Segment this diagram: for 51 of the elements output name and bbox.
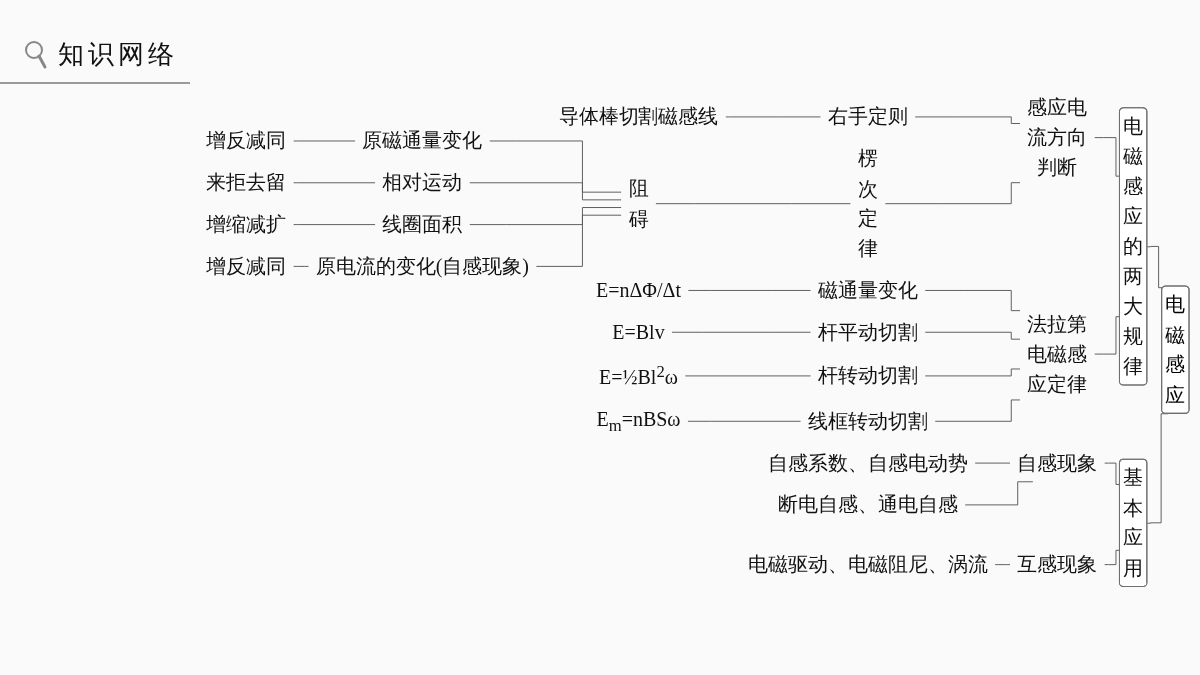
connector: [469, 182, 622, 201]
node-text: 杆转动切割: [817, 364, 918, 388]
connector: [964, 481, 1034, 506]
connector: [924, 290, 1021, 312]
connector: [684, 375, 811, 377]
node-text: 电磁驱动、电磁阻尼、涡流: [748, 553, 988, 576]
connector: [293, 266, 309, 268]
connector: [687, 290, 811, 292]
node-text: 楞次定律: [857, 147, 878, 260]
connector: [914, 116, 1021, 125]
node-text: 导体棒切割磁感线: [558, 105, 719, 129]
node-text: 磁通量变化: [817, 279, 918, 302]
node-text: 阻碍: [628, 177, 649, 230]
node-text: 增反减同: [206, 129, 287, 153]
connector: [671, 332, 811, 333]
connector: [293, 182, 376, 184]
node-text: E=Blv: [612, 321, 665, 344]
connector: [994, 564, 1011, 566]
node-text: 来拒去留: [206, 171, 287, 194]
node-text: E=½Bl$^{2}$ω: [599, 362, 678, 389]
connector: [974, 462, 1011, 464]
connector: [725, 116, 821, 118]
node-text: 法拉第电磁感应定律: [1027, 313, 1088, 396]
node-text: 互感现象: [1017, 553, 1098, 576]
node-text: 相对运动: [382, 171, 463, 194]
node-text: 线圈面积: [382, 213, 463, 236]
node-text: 增反减同: [206, 255, 287, 278]
connector: [469, 207, 622, 226]
node-text: 自感系数、自感电动势: [767, 452, 968, 475]
node-text: 原电流的变化(自感现象): [315, 255, 529, 278]
node-text: 右手定则: [827, 105, 908, 129]
node-text: 杆平动切割: [817, 321, 918, 344]
node-text: E$_{m}$=nBSω: [596, 408, 681, 435]
title: 知识网络: [58, 40, 178, 70]
connector: [655, 203, 851, 205]
connector: [687, 421, 802, 423]
node-text: 感应电流方向判断: [1027, 96, 1088, 179]
connector: [934, 399, 1021, 423]
connector: [489, 140, 622, 193]
connector: [924, 332, 1021, 340]
connector: [924, 368, 1021, 377]
node-text: 断电自感、通电自感: [777, 493, 958, 517]
connector: [884, 182, 1021, 205]
node-text: 增缩减扩: [206, 213, 287, 236]
node-text: 自感现象: [1017, 452, 1098, 475]
connector: [293, 224, 376, 226]
node-text: 原磁通量变化: [362, 129, 483, 153]
connector: [535, 215, 622, 268]
node-text: E=nΔΦ/Δt: [596, 279, 681, 302]
node-text: 线框转动切割: [807, 410, 928, 433]
connector: [293, 140, 356, 142]
